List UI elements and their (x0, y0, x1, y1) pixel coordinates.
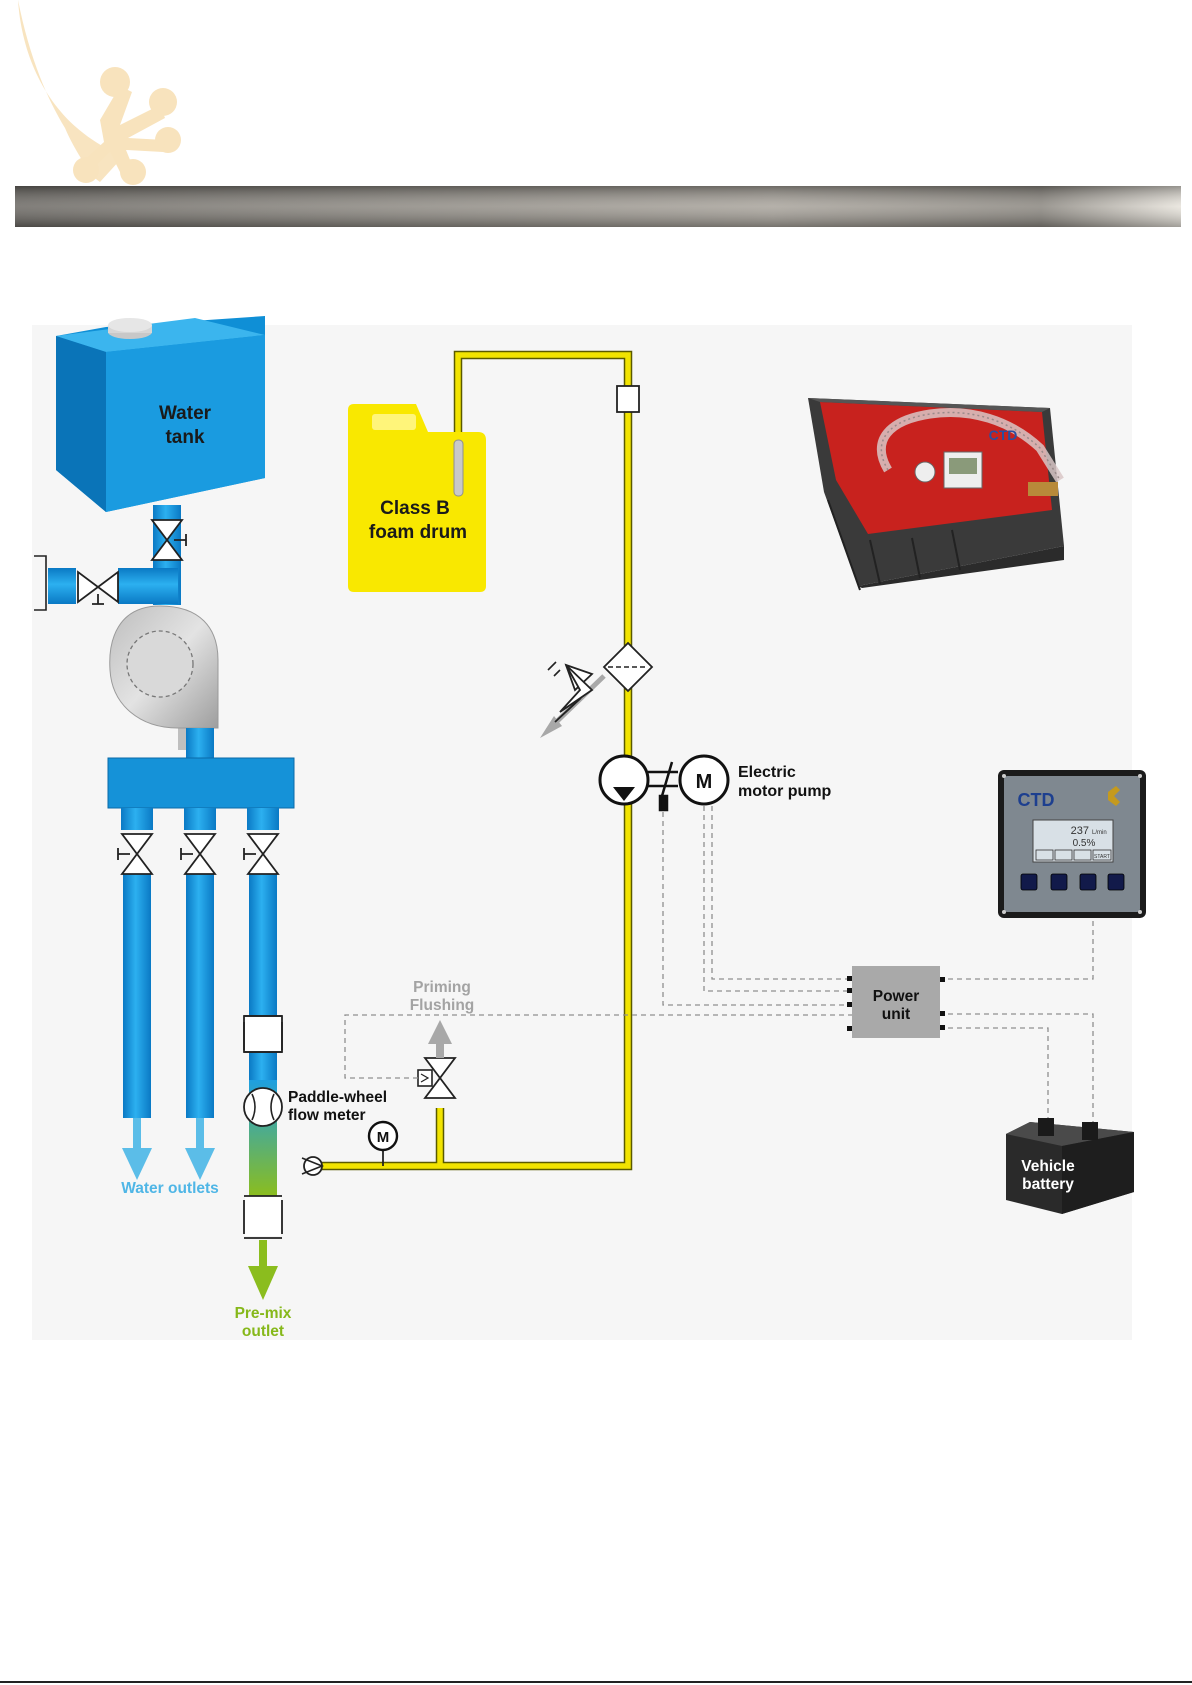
panel-percent: 0.5% (1073, 838, 1096, 849)
premix-label-2: outlet (242, 1323, 284, 1340)
power-unit-label-1: Power (873, 988, 920, 1005)
pump-label-2: motor pump (738, 783, 832, 800)
photo-brand-logo: CTD (989, 427, 1018, 443)
header-bar (15, 186, 1181, 227)
foam-drum-label-1: Class B (380, 498, 450, 519)
coupling-lower-gap (245, 1196, 281, 1236)
foam-drum-label-2: foam drum (369, 522, 467, 543)
coupling-gap (245, 1022, 281, 1050)
panel-start-key: START (1094, 854, 1110, 860)
battery-label-1: Vehicle (1021, 1158, 1075, 1175)
footer-rule (0, 1681, 1192, 1683)
water-tank-label-2: tank (165, 427, 205, 448)
flushing-label: Flushing (410, 997, 475, 1014)
pump-outlet-pipe (186, 728, 214, 760)
power-unit-label-2: unit (882, 1006, 910, 1023)
flow-meter-icon (244, 1088, 282, 1126)
priming-label: Priming (413, 979, 471, 996)
foam-line-coupling (617, 386, 639, 412)
water-outlets-label: Water outlets (121, 1180, 219, 1197)
tee-pipe (118, 568, 178, 604)
battery-label-2: battery (1022, 1176, 1074, 1193)
motor-symbol: M (696, 771, 713, 793)
pump-label-1: Electric (738, 764, 796, 781)
side-inlet-pipe (48, 568, 76, 604)
check-valve-icon (302, 1157, 322, 1175)
pump-icon (600, 756, 648, 804)
flow-meter-label-1: Paddle-wheel (288, 1089, 387, 1106)
panel-flow-unit: L/min (1092, 830, 1107, 836)
water-tank: Water tank (56, 316, 265, 512)
manifold (108, 758, 294, 808)
motor-icon: M (680, 756, 728, 804)
foam-drum: Class B foam drum (348, 404, 486, 592)
panel-flow-value: 237 (1071, 825, 1089, 837)
water-tank-label-1: Water (159, 403, 212, 424)
panel-brand-logo: CTD (1018, 790, 1055, 810)
control-panel: CTD 237 L/min 0.5% START (998, 770, 1146, 918)
meter-motor-symbol: M (377, 1129, 390, 1146)
flow-meter-label-2: flow meter (288, 1107, 366, 1124)
corner-logo (18, 0, 181, 185)
premix-label-1: Pre-mix (235, 1305, 292, 1322)
power-unit: Power unit (847, 966, 945, 1038)
